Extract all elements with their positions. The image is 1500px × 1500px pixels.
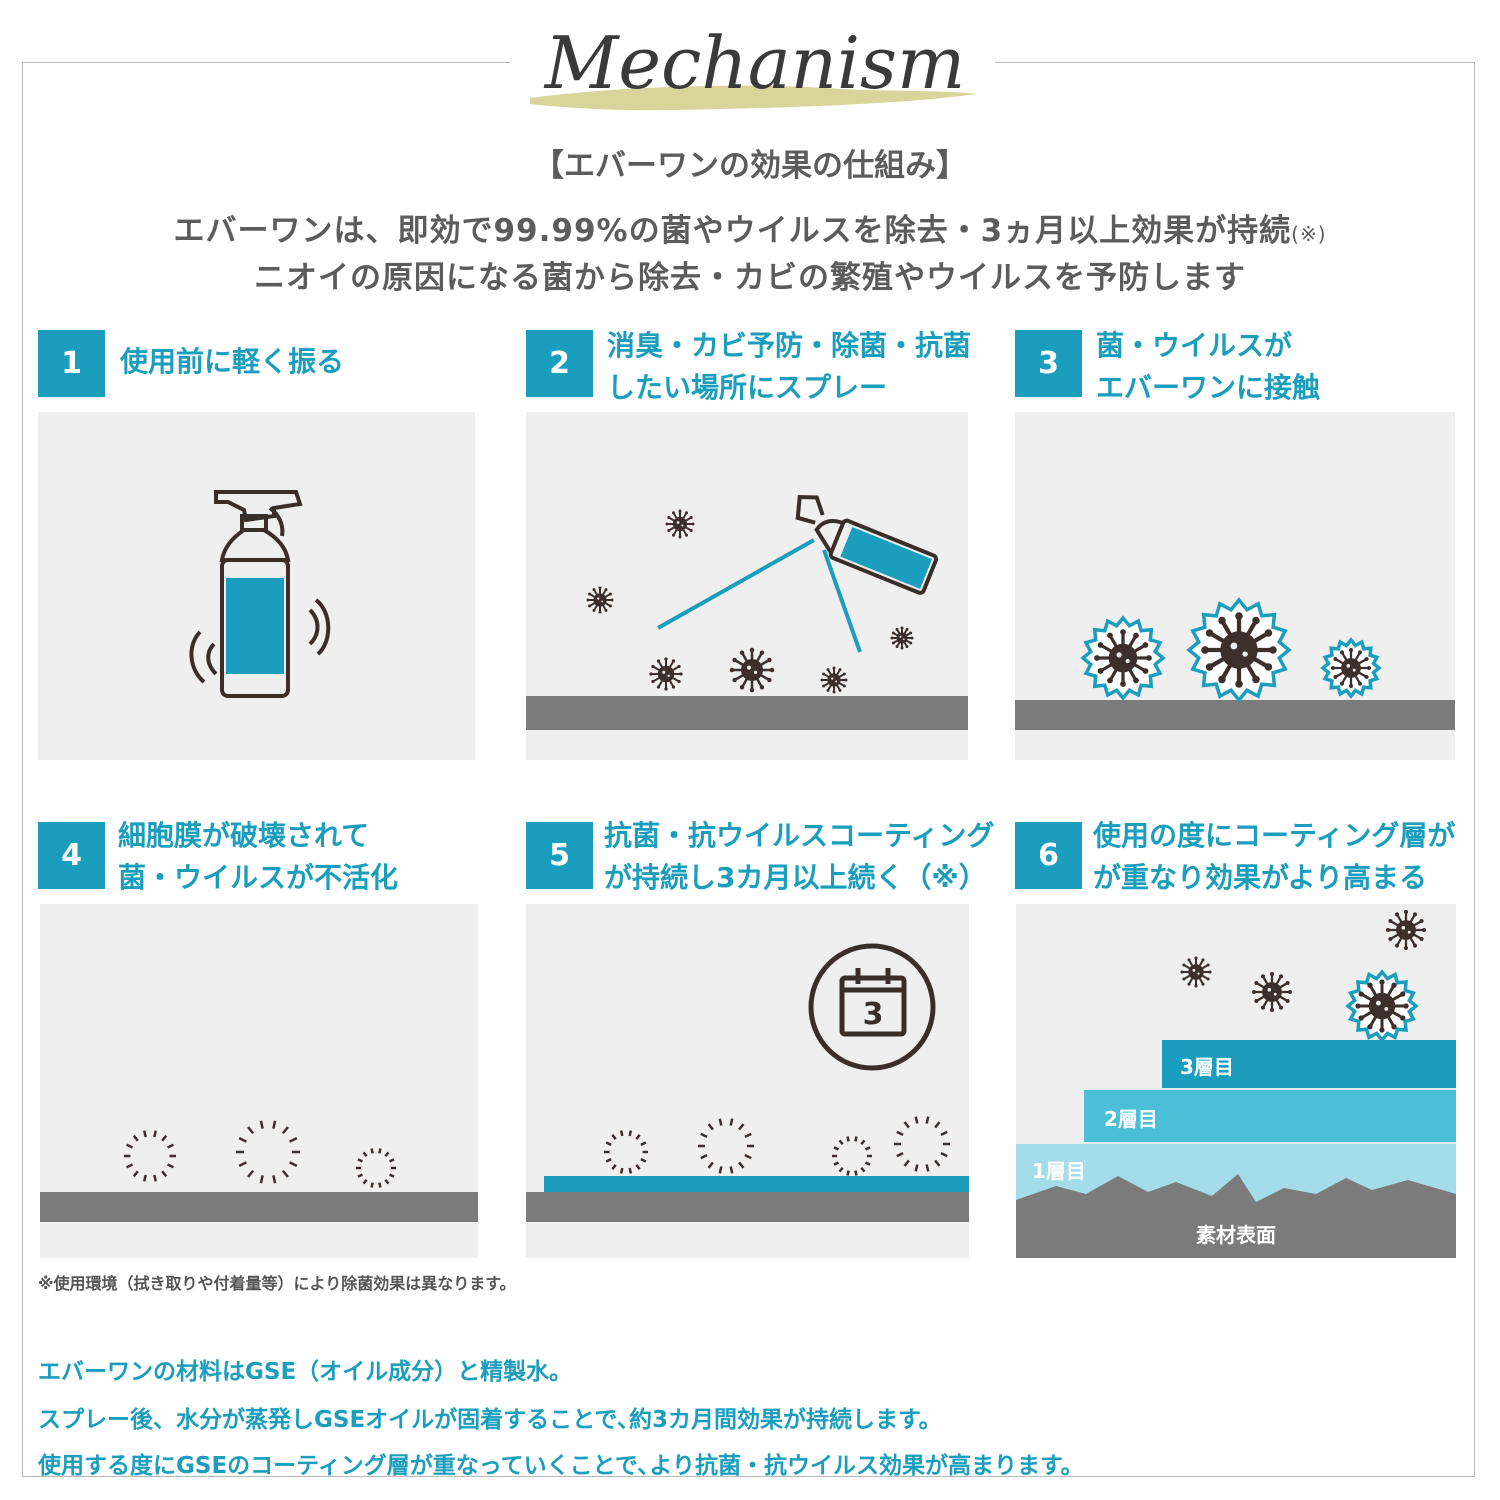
inactive-virus-icon — [832, 1136, 872, 1176]
step-5-illustration: 3 — [526, 904, 969, 1258]
spray-bottle-spraying-icon — [526, 495, 968, 730]
step-title-5: 抗菌・抗ウイルスコーティングが持続し3カ月以上続く（※） — [604, 819, 995, 894]
subtitle-line-1: エバーワンは、即効で99.99%の菌やウイルスを除去・3ヵ月以上効果が持続(※) — [173, 213, 1327, 249]
svg-text:Mechanism: Mechanism — [543, 21, 966, 105]
virus-inactivated-icon — [40, 1120, 478, 1222]
virus-icon — [1186, 597, 1292, 703]
inactive-virus-icon — [124, 1130, 176, 1182]
step-1-illustration — [38, 412, 475, 760]
step-title-6: 使用の度にコーティング層がが重なり効果がより高まる — [1093, 819, 1456, 894]
step-number-4: 4 — [38, 822, 105, 889]
virus-contact-icon — [1015, 597, 1455, 730]
step-title-2: 消臭・カビ予防・除菌・抗菌したい場所にスプレー — [607, 329, 972, 404]
virus-icon — [1252, 972, 1292, 1012]
inactive-virus-icon — [894, 1116, 950, 1172]
step-number-3: 3 — [1015, 330, 1082, 397]
virus-icon — [729, 647, 775, 693]
explanation-line-3: 使用する度にGSEのコーティング層が重なっていくことで､より抗菌・抗ウイルス効果… — [38, 1453, 1084, 1479]
svg-text:3層目: 3層目 — [1180, 1055, 1234, 1079]
svg-text:素材表面: 素材表面 — [1196, 1223, 1276, 1247]
virus-icon — [1345, 969, 1419, 1043]
section-title: 【エバーワンの効果の仕組み】 — [533, 148, 967, 184]
calendar-3-icon: 3 — [526, 943, 969, 1222]
coating-layers-icon: 3層目 2層目 1層目 素材表面 — [1016, 910, 1456, 1258]
virus-icon — [890, 626, 914, 650]
step-title-1: 使用前に軽く振る — [120, 345, 345, 378]
virus-icon — [1320, 637, 1382, 699]
mechanism-logo: Mechanism — [530, 21, 977, 111]
virus-icon — [1080, 615, 1166, 701]
step-title-4: 細胞膜が破壊されて菌・ウイルスが不活化 — [118, 819, 399, 894]
step-title-3: 菌・ウイルスがエバーワンに接触 — [1096, 329, 1321, 404]
inactive-virus-icon — [604, 1130, 648, 1174]
inactive-virus-icon — [236, 1120, 300, 1184]
virus-icon — [649, 657, 683, 691]
inactive-virus-icon — [698, 1118, 754, 1174]
step-3-illustration — [1015, 412, 1455, 760]
virus-icon — [586, 586, 614, 614]
svg-text:2層目: 2層目 — [1104, 1107, 1158, 1131]
virus-icon — [1386, 910, 1426, 950]
step-number-1: 1 — [38, 330, 105, 397]
explanation-line-2: スプレー後、水分が蒸発しGSEオイルが固着することで､約3カ月間効果が持続します… — [38, 1407, 942, 1433]
footnote: ※使用環境（拭き取りや付着量等）により除菌効果は異なります。 — [38, 1274, 516, 1293]
subtitle-line-2: ニオイの原因になる菌から除去・カビの繁殖やウイルスを予防します — [254, 260, 1246, 296]
virus-icon — [1180, 956, 1212, 988]
step-number-5: 5 — [526, 822, 593, 889]
svg-text:3: 3 — [863, 997, 884, 1032]
step-6-illustration: 3層目 2層目 1層目 素材表面 — [1016, 904, 1456, 1258]
step-number-6: 6 — [1015, 822, 1082, 889]
step-4-illustration — [40, 904, 478, 1258]
svg-text:1層目: 1層目 — [1032, 1159, 1086, 1183]
virus-icon — [665, 509, 695, 539]
virus-icon — [820, 666, 848, 694]
spray-bottle-shaking-icon — [189, 490, 331, 698]
explanation-line-1: エバーワンの材料はGSE（オイル成分）と精製水。 — [38, 1359, 573, 1385]
step-number-2: 2 — [526, 330, 593, 397]
inactive-virus-icon — [356, 1148, 396, 1188]
step-2-illustration — [526, 412, 968, 760]
